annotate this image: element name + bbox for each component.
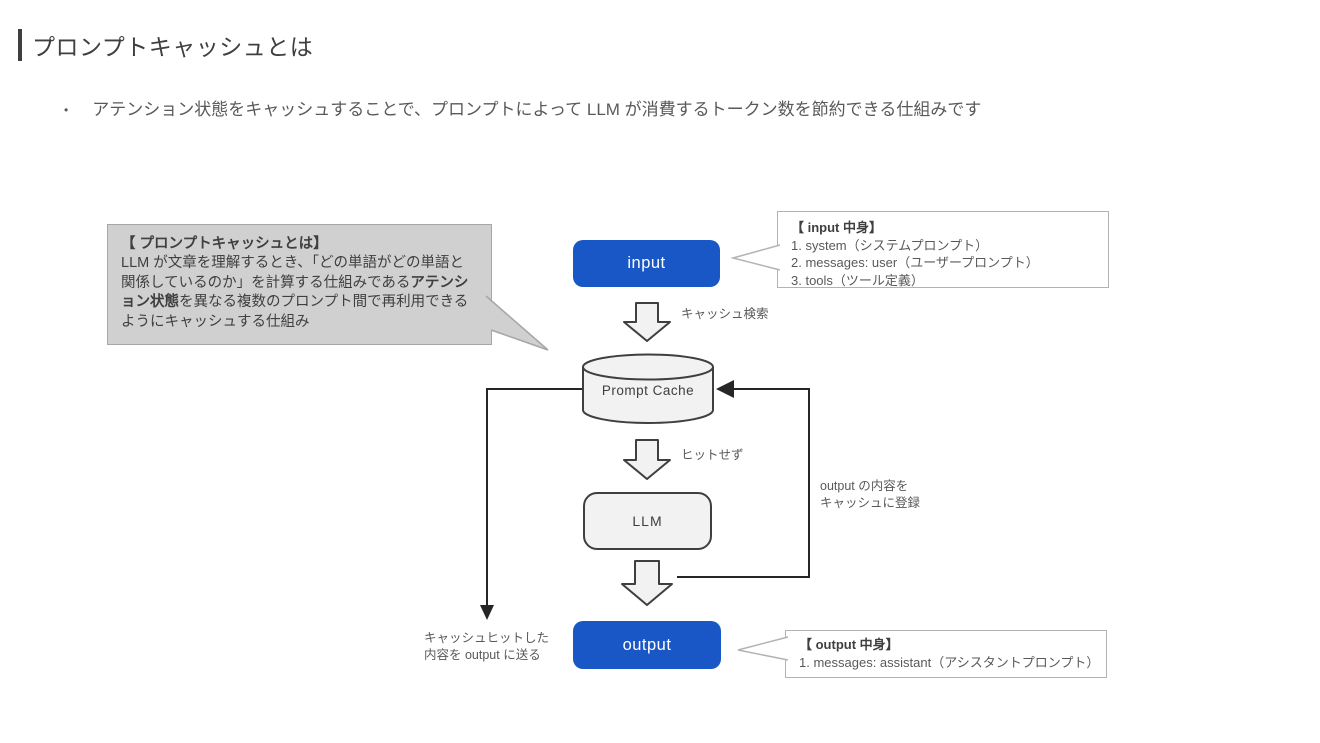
- input-contents-callout: 【 input 中身】 1. system（システムプロンプト） 2. mess…: [777, 211, 1109, 288]
- down-arrowhead-icon: [480, 605, 494, 620]
- definition-callout-tail: [486, 296, 548, 350]
- output-contents-heading: 【 output 中身】: [799, 637, 899, 652]
- down-block-arrow-output-icon: [621, 560, 673, 606]
- input-contents-item: 3. tools（ツール定義）: [791, 272, 924, 288]
- definition-body-bold: アテンション状態: [121, 274, 469, 311]
- definition-body-part1: LLM が文章を理解するとき、「どの単語がどの単語と関係しているのか」を計算する…: [121, 255, 464, 291]
- bullet-icon: •: [64, 103, 69, 117]
- cache-label: Prompt Cache: [601, 383, 695, 398]
- register-label: output の内容を キャッシュに登録: [820, 478, 920, 512]
- page-title: プロンプトキャッシュとは: [32, 34, 314, 60]
- input-node: input: [573, 240, 720, 287]
- bullet-row: • アテンション状態をキャッシュすることで、プロンプトによって LLM が消費す…: [64, 99, 1264, 121]
- bullet-text: アテンション状態をキャッシュすることで、プロンプトによって LLM が消費するト…: [92, 100, 982, 119]
- input-callout-tail: [733, 245, 780, 270]
- output-contents-item: 1. messages: assistant（アシスタントプロンプト）: [799, 654, 1100, 670]
- search-label: キャッシュ検索: [681, 307, 769, 321]
- title-block: プロンプトキャッシュとは: [18, 28, 313, 62]
- cache-hit-connector-line: [486, 388, 583, 607]
- definition-body-part2: を異なる複数のプロンプト間で再利用できるようにキャッシュする仕組み: [121, 294, 469, 330]
- cache-cylinder-top: [582, 353, 714, 381]
- register-label-line2: キャッシュに登録: [820, 496, 921, 510]
- definition-callout-heading: 【 プロンプトキャッシュとは】: [121, 236, 328, 252]
- down-block-arrow-nohit-icon: [623, 439, 671, 480]
- llm-node: LLM: [583, 492, 712, 550]
- definition-callout: 【 プロンプトキャッシュとは】 LLM が文章を理解するとき、「どの単語がどの単…: [107, 224, 492, 345]
- input-contents-heading: 【 input 中身】: [791, 220, 882, 235]
- hit-label-line2: 内容を output に送る: [424, 648, 541, 662]
- hit-label: キャッシュヒットした 内容を output に送る: [424, 630, 549, 664]
- definition-callout-body: LLM が文章を理解するとき、「どの単語がどの単語と関係しているのか」を計算する…: [121, 254, 478, 332]
- input-callout-tail-border: [730, 244, 781, 271]
- output-callout-tail-border: [737, 636, 789, 661]
- hit-label-line1: キャッシュヒットした: [424, 631, 550, 645]
- down-block-arrow-search-icon: [623, 302, 671, 342]
- output-node: output: [573, 621, 721, 669]
- definition-callout-tail-border: [485, 295, 549, 351]
- register-label-line1: output の内容を: [820, 479, 909, 493]
- output-contents-callout: 【 output 中身】 1. messages: assistant（アシスタ…: [785, 630, 1107, 678]
- output-callout-tail: [738, 637, 788, 660]
- input-contents-item: 2. messages: user（ユーザープロンプト）: [791, 255, 1039, 270]
- title-accent-bar: [18, 29, 22, 61]
- input-contents-item: 1. system（システムプロンプト）: [791, 237, 989, 253]
- nohit-label: ヒットせず: [681, 448, 744, 462]
- left-arrowhead-icon: [716, 380, 734, 398]
